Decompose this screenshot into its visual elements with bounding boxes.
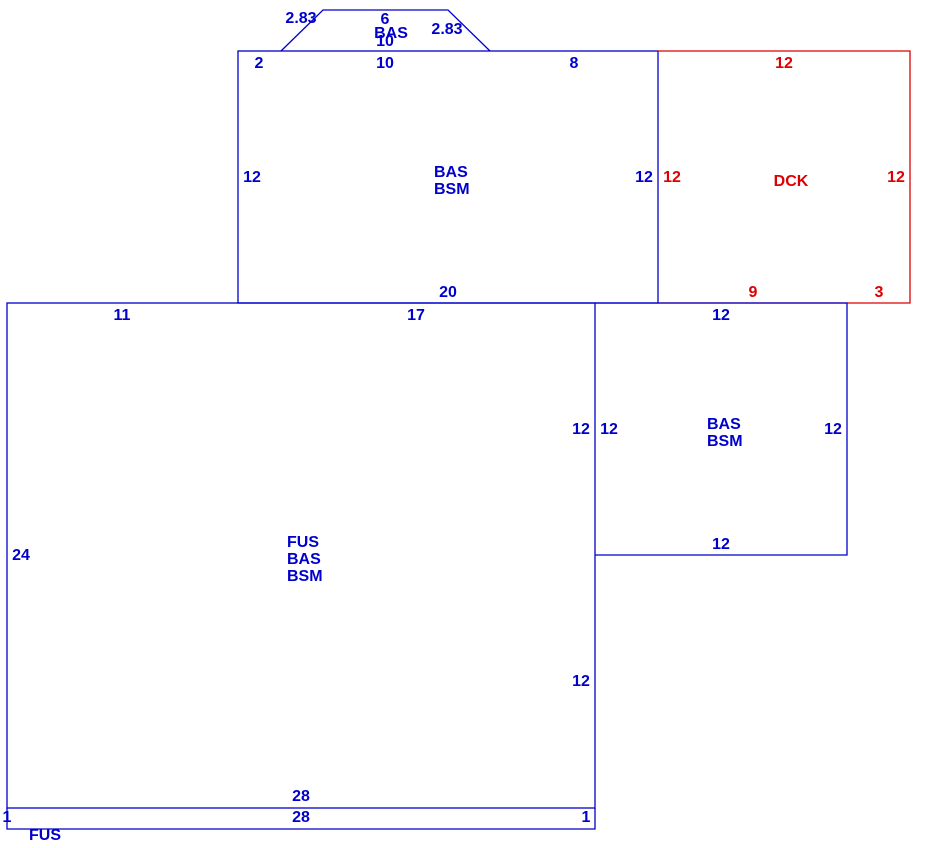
deck-right-dimension: 12 [887, 169, 905, 186]
upper-block-top-right-dimension: 8 [570, 55, 579, 72]
bottom-strip-area-label: FUS [29, 827, 61, 844]
upper-block-area-label-2: BSM [434, 181, 470, 198]
deck-left-dimension: 12 [663, 169, 681, 186]
right-block-left-dimension: 12 [600, 421, 618, 438]
outline-layer [6, 9, 911, 830]
deck-top-dimension: 12 [775, 55, 793, 72]
bay-window-right-diagonal-dimension: 2.83 [431, 21, 462, 38]
right-block-area-label-1: BAS [707, 416, 741, 433]
main-block-area-label-1: FUS [287, 534, 319, 551]
bottom-strip-outline [6, 808, 596, 830]
main-block-area-label-3: BSM [287, 568, 323, 585]
main-block-top-right-dimension: 17 [407, 307, 425, 324]
upper-block-left-dimension: 12 [243, 169, 261, 186]
deck-area-label: DCK [774, 173, 809, 190]
upper-block-top-middle-dimension: 10 [376, 55, 394, 72]
right-block-area-label-2: BSM [707, 433, 743, 450]
label-layer: 6 BAS 10 2.83 2.83 2 10 8 12 12 20 BAS B… [3, 10, 905, 844]
bottom-strip-left-dimension: 1 [3, 809, 12, 826]
bay-window-top-dimension: 6 [381, 11, 390, 28]
main-block-bottom-dimension: 28 [292, 788, 310, 805]
main-block-right-upper-dimension: 12 [572, 421, 590, 438]
upper-block-right-dimension: 12 [635, 169, 653, 186]
right-block-bottom-dimension: 12 [712, 536, 730, 553]
bay-window-area-label: BAS [374, 25, 408, 42]
right-block-outline [595, 302, 848, 556]
right-block-top-dimension: 12 [712, 307, 730, 324]
main-block-left-dimension: 24 [12, 547, 30, 564]
main-block-right-lower-dimension: 12 [572, 673, 590, 690]
main-block-top-left-dimension: 11 [114, 307, 131, 324]
deck-bottom-right-dimension: 3 [875, 284, 884, 301]
bottom-strip-length-dimension: 28 [292, 809, 310, 826]
bay-window-depth-dimension: 10 [376, 33, 394, 50]
bay-window-left-diagonal-dimension: 2.83 [285, 10, 316, 27]
bay-window-outline [280, 9, 491, 52]
right-block-right-dimension: 12 [824, 421, 842, 438]
bottom-strip-right-dimension: 1 [582, 809, 591, 826]
main-block-area-label-2: BAS [287, 551, 321, 568]
upper-block-bottom-dimension: 20 [439, 284, 457, 301]
upper-block-area-label-1: BAS [434, 164, 468, 181]
deck-bottom-left-dimension: 9 [749, 284, 758, 301]
upper-block-top-left-dimension: 2 [255, 55, 264, 72]
